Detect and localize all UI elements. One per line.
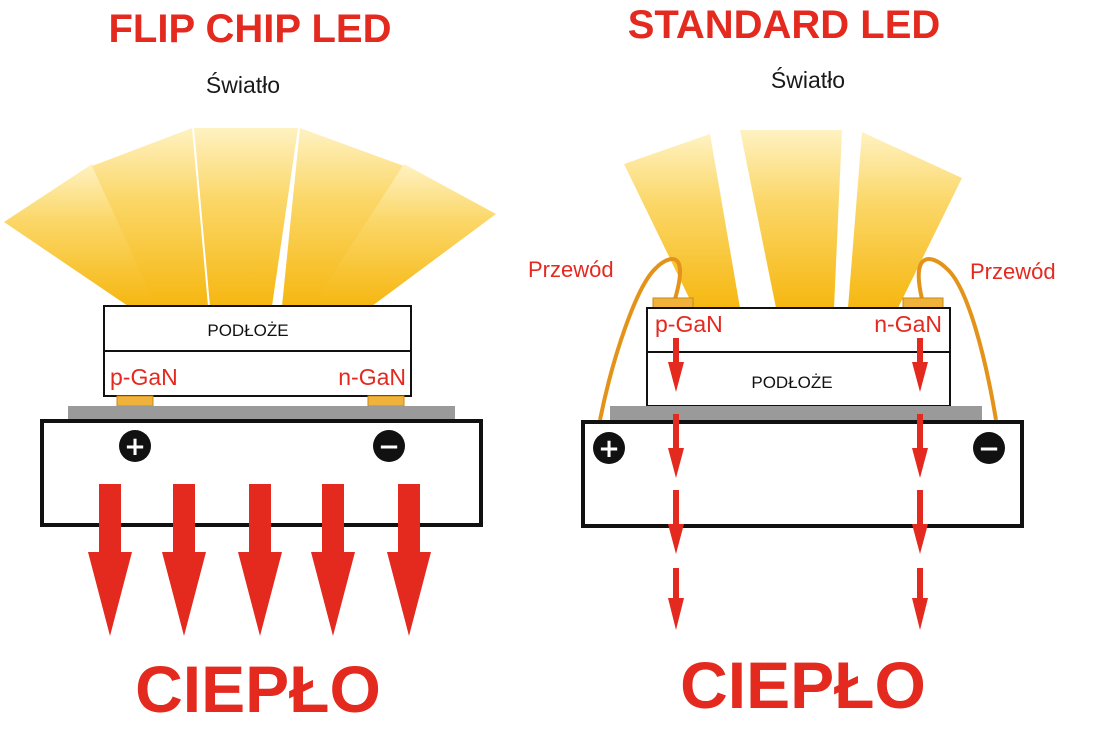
flip-chip-p-pad xyxy=(116,395,154,407)
light-beam xyxy=(4,164,178,306)
heat-arrow-head xyxy=(668,598,684,630)
standard-light-label: Światło xyxy=(771,66,845,93)
standard-heat-arrow-left xyxy=(668,338,684,630)
standard-n-pad xyxy=(902,297,944,309)
standard-p-pad xyxy=(652,297,694,309)
flip-chip-n-gan-label: n-GaN xyxy=(338,364,406,390)
standard-p-gan-label: p-GaN xyxy=(655,311,723,337)
minus-sign: − xyxy=(978,434,1000,464)
standard-minus-terminal: − xyxy=(973,432,1005,464)
flip-chip-heat-label: CIEPŁO xyxy=(135,652,381,726)
heat-arrow-dash xyxy=(673,568,679,598)
flip-chip-substrate xyxy=(103,305,412,352)
flip-chip-light-beams xyxy=(4,128,496,306)
heat-arrow-dash xyxy=(673,338,679,362)
minus-sign: − xyxy=(378,432,400,462)
standard-led-panel: STANDARD LED Światło Przewód Przewód p-G… xyxy=(528,3,1056,722)
light-beam xyxy=(312,164,496,306)
standard-wire-left-label: Przewód xyxy=(528,257,614,282)
flip-chip-plus-terminal: + xyxy=(119,430,151,462)
heat-arrow xyxy=(387,484,431,636)
standard-light-beams xyxy=(624,130,962,308)
standard-wire-right xyxy=(916,257,998,421)
standard-wire-left xyxy=(598,257,682,421)
heat-arrow xyxy=(311,484,355,636)
flip-chip-heat-arrows xyxy=(88,484,431,636)
heat-arrow-head xyxy=(668,524,684,554)
flip-chip-p-gan-label: p-GaN xyxy=(110,364,178,390)
standard-base-plate xyxy=(610,406,982,420)
heat-arrow-dash xyxy=(917,568,923,598)
standard-led-title: STANDARD LED xyxy=(628,3,941,47)
heat-arrow-dash xyxy=(917,490,923,524)
flip-chip-substrate-label: PODŁOŻE xyxy=(207,321,288,340)
heat-arrow xyxy=(162,484,206,636)
flip-chip-base-plate xyxy=(68,406,455,420)
light-beam xyxy=(92,128,208,306)
flip-chip-minus-terminal: − xyxy=(373,430,405,462)
light-beam xyxy=(282,128,404,306)
heat-arrow xyxy=(238,484,282,636)
standard-wire-right-label: Przewód xyxy=(970,259,1056,284)
heat-arrow-head xyxy=(912,448,928,478)
standard-substrate-label: PODŁOŻE xyxy=(751,373,832,392)
plus-sign: + xyxy=(124,432,146,462)
flip-chip-light-label: Światło xyxy=(206,71,280,98)
heat-arrow-dash xyxy=(673,414,679,448)
standard-heat-label: CIEPŁO xyxy=(680,648,926,722)
standard-gan-layer xyxy=(646,307,951,353)
standard-n-gan-label: n-GaN xyxy=(874,311,942,337)
standard-board xyxy=(581,420,1024,528)
heat-arrow xyxy=(88,484,132,636)
heat-arrow-dash xyxy=(917,414,923,448)
standard-plus-terminal: + xyxy=(593,432,625,464)
heat-arrow-head xyxy=(912,598,928,630)
plus-sign: + xyxy=(598,434,620,464)
light-beam xyxy=(624,134,740,308)
standard-heat-arrow-right xyxy=(912,338,928,630)
heat-arrow-head xyxy=(912,524,928,554)
heat-arrow-dash xyxy=(673,490,679,524)
heat-arrow-head xyxy=(668,448,684,478)
light-beam xyxy=(740,130,842,308)
light-beam xyxy=(194,128,298,306)
flip-chip-n-pad xyxy=(367,395,405,407)
heat-arrow-head xyxy=(912,362,928,392)
flip-chip-panel: FLIP CHIP LED Światło PODŁOŻE p-GaN n-Ga… xyxy=(4,7,496,726)
flip-chip-gan-layer xyxy=(103,350,412,397)
heat-arrow-head xyxy=(668,362,684,392)
heat-arrow-dash xyxy=(917,338,923,362)
light-beam xyxy=(848,132,962,308)
flip-chip-title: FLIP CHIP LED xyxy=(108,7,391,51)
